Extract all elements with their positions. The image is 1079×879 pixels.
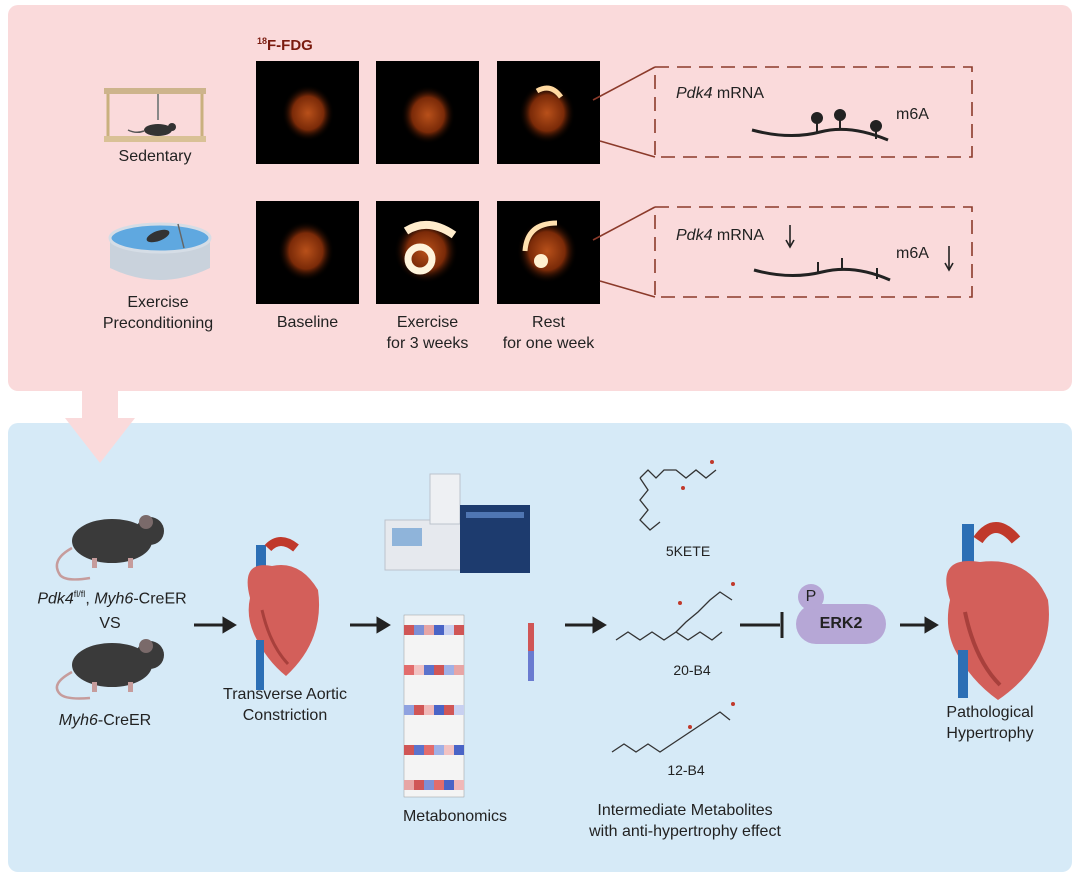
pet-image-exercise-rest [497,201,600,304]
mouse-icon-control [55,639,164,700]
metabolite-structures [611,469,733,753]
pet-image-sedentary-rest [497,61,600,164]
inhibition-arrow-icon [740,612,784,638]
mass-spectrometer-icon [384,473,530,573]
callout-box-sedentary [654,66,973,158]
flow-arrow-icons [194,616,939,634]
metabonomics-label: Metabonomics [402,808,508,825]
intermediate-metabolites-label: Intermediate Metabolites with anti-hyper… [589,802,781,840]
erk2-node [796,604,886,644]
down-arrow-icon [785,225,954,272]
pet-image-exercise-baseline [256,201,359,304]
hypertrophy-label: Pathological Hypertrophy [946,704,1034,742]
mouse-label-control: Myh6-CreER [58,712,152,729]
callout-box-exercise [654,206,973,298]
mrna-strand-exercise [753,267,891,282]
heart-icon-tac [247,537,320,690]
heart-icon-hypertrophy [946,522,1049,700]
versus-label: VS [99,615,121,632]
metabolite-label-12-b4: 12-B4 [667,762,705,778]
timepoint-label-rest: Rest for one week [502,314,595,352]
metabolomics-heatmap [403,614,534,798]
group-label-exercise: Exercise Preconditioning [102,294,214,332]
m6a-marks-sedentary [811,109,882,139]
erk2-label: ERK2 [819,615,863,632]
tac-metabolomics-panel [8,423,1072,872]
mrna-strand-sedentary [751,127,889,142]
tracer-title: 18F-FDG [257,36,313,54]
metabolite-label-5kete: 5KETE [665,543,711,559]
oxygen-atoms [678,460,735,729]
mrna-label-sedentary: Pdk4 mRNA [676,85,765,102]
phosphate-badge [798,584,824,610]
pet-image-sedentary-baseline [256,61,359,164]
metabolite-label-20-b4: 20-B4 [673,662,711,678]
phosphate-label: P [805,588,817,605]
pet-image-exercise-exercise [376,201,479,304]
timepoint-label-exercise: Exercise for 3 weeks [386,314,469,352]
mouse-label-knockout: Pdk4fl/fl, Myh6-CreER [37,589,187,608]
pet-image-sedentary-exercise [376,61,479,164]
tac-label: Transverse Aortic Constriction [223,686,347,724]
mouse-icon-knockout [55,515,164,581]
timepoint-label-baseline: Baseline [276,314,339,331]
m6a-sites-exercise [817,258,878,279]
mrna-label-exercise: Pdk4 mRNA [676,227,765,244]
group-label-sedentary: Sedentary [118,148,192,165]
m6a-label-exercise: m6A [896,245,929,262]
m6a-label-sedentary: m6A [896,106,929,123]
